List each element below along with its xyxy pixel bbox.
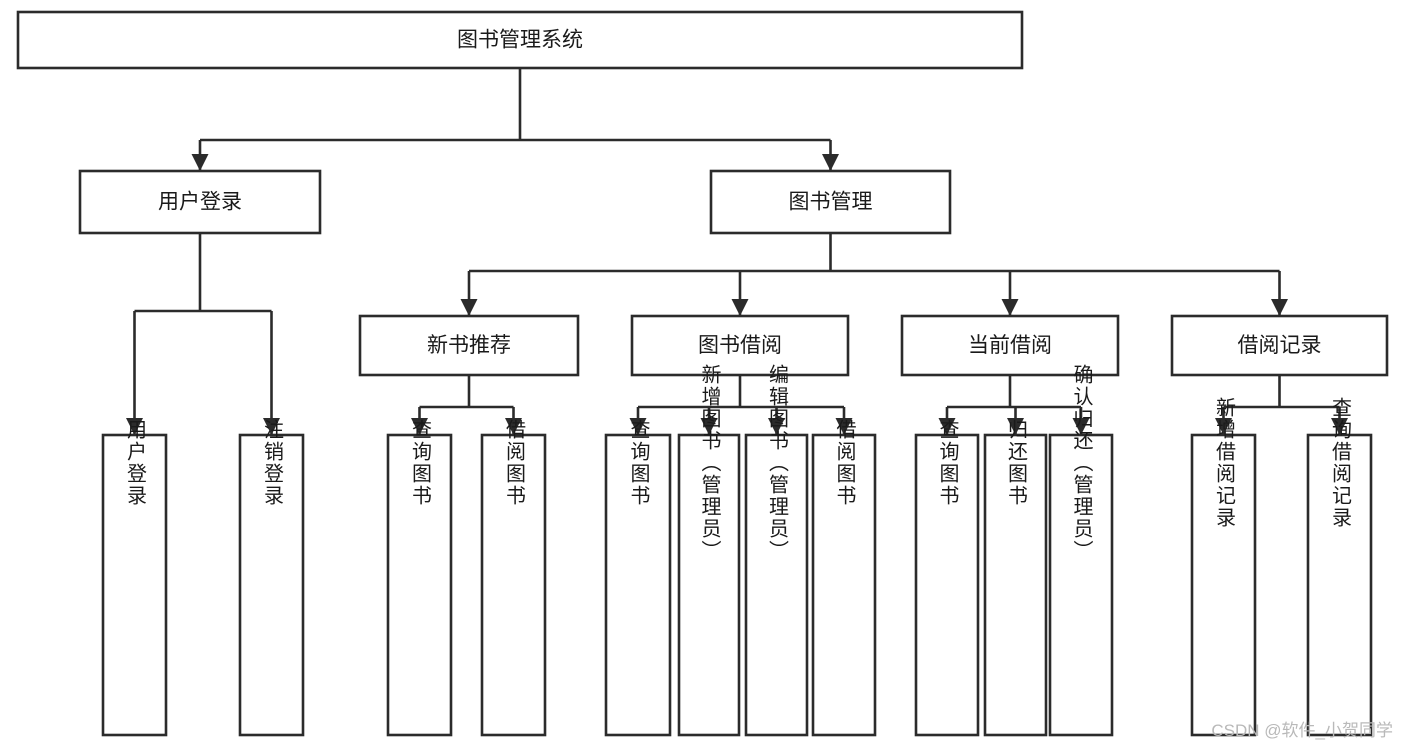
node-leaf-confirm-return-admin[interactable]: 确认归还（管理员）: [1048, 364, 1114, 737]
arrow-head-icon-leaf-borrow-book-rec: [505, 418, 522, 435]
node-box-current-borrow: [900, 314, 1120, 377]
node-leaf-add-book-admin[interactable]: 新增图书（管理员）: [677, 364, 741, 737]
node-box-root: [16, 10, 1024, 70]
arrow-head-icon-leaf-query-book-rec: [411, 418, 428, 435]
node-book-manage[interactable]: 图书管理: [709, 169, 952, 235]
node-label-leaf-edit-book-admin: 编辑图书（管理员）: [766, 364, 789, 562]
node-boxes: 图书管理系统用户登录图书管理新书推荐图书借阅当前借阅借阅记录用户登录注销登录查询…: [16, 10, 1389, 737]
arrow-head-icon-leaf-edit-book-admin: [768, 418, 785, 435]
node-label-leaf-query-book-rec: 查询图书: [409, 419, 432, 507]
arrow-head-icon-leaf-add-book-admin: [700, 418, 718, 435]
node-box-leaf-query-borrow-record: [1306, 433, 1373, 737]
node-label-root: 图书管理系统: [457, 29, 583, 52]
node-user-login[interactable]: 用户登录: [78, 169, 322, 235]
node-label-book-manage: 图书管理: [789, 191, 873, 214]
node-label-borrow-record: 借阅记录: [1238, 334, 1322, 357]
connector-lines: [126, 68, 1348, 435]
node-box-book-borrow: [630, 314, 850, 377]
arrow-head-icon-user-login: [191, 154, 209, 171]
node-box-leaf-query-book-br: [604, 433, 672, 737]
node-label-new-book-recommend: 新书推荐: [427, 334, 511, 357]
node-leaf-return-book[interactable]: 归还图书: [983, 419, 1048, 737]
arrow-head-icon-book-manage: [822, 154, 839, 171]
csdn-watermark: CSDN @软件_小贺同学: [1211, 721, 1393, 740]
node-leaf-borrow-book-br[interactable]: 借阅图书: [811, 419, 877, 737]
arrow-head-icon-book-borrow: [731, 299, 749, 316]
node-box-leaf-add-book-admin: [677, 433, 741, 737]
node-box-leaf-query-book-cb: [914, 433, 980, 737]
node-leaf-query-book-cb[interactable]: 查询图书: [914, 419, 980, 737]
arrow-head-icon-leaf-return-book: [1007, 418, 1024, 435]
node-box-new-book-recommend: [358, 314, 580, 377]
node-box-leaf-user-login: [101, 433, 168, 737]
arrow-head-icon-leaf-confirm-return-admin: [1072, 418, 1090, 435]
node-label-leaf-user-login: 用户登录: [124, 419, 147, 507]
arrow-head-icon-leaf-query-book-cb: [938, 418, 956, 435]
node-leaf-query-book-rec[interactable]: 查询图书: [386, 419, 453, 737]
arrow-head-icon-leaf-add-borrow-record: [1215, 418, 1232, 435]
arrow-head-icon-current-borrow: [1001, 299, 1019, 316]
node-box-borrow-record: [1170, 314, 1389, 377]
node-new-book-recommend[interactable]: 新书推荐: [358, 314, 580, 377]
node-current-borrow[interactable]: 当前借阅: [900, 314, 1120, 377]
node-borrow-record[interactable]: 借阅记录: [1170, 314, 1389, 377]
node-box-leaf-logout: [238, 433, 305, 737]
node-book-borrow[interactable]: 图书借阅: [630, 314, 850, 377]
node-label-leaf-add-book-admin: 新增图书（管理员）: [698, 364, 721, 562]
node-box-leaf-query-book-rec: [386, 433, 453, 737]
node-box-leaf-return-book: [983, 433, 1048, 737]
node-label-leaf-confirm-return-admin: 确认归还（管理员）: [1070, 364, 1093, 562]
arrow-head-icon-leaf-logout: [263, 418, 280, 435]
node-box-book-manage: [709, 169, 952, 235]
node-label-leaf-return-book: 归还图书: [1005, 419, 1028, 507]
node-box-leaf-edit-book-admin: [744, 433, 809, 737]
node-label-leaf-borrow-book-rec: 借阅图书: [503, 419, 526, 507]
node-leaf-query-borrow-record[interactable]: 查询借阅记录: [1306, 397, 1373, 737]
node-label-user-login: 用户登录: [158, 191, 242, 214]
node-label-leaf-borrow-book-br: 借阅图书: [833, 419, 856, 507]
node-leaf-logout[interactable]: 注销登录: [238, 419, 305, 737]
arrow-head-icon-borrow-record: [1271, 299, 1288, 316]
node-label-current-borrow: 当前借阅: [968, 334, 1052, 357]
node-box-user-login: [78, 169, 322, 235]
node-leaf-edit-book-admin[interactable]: 编辑图书（管理员）: [744, 364, 809, 737]
arrow-head-icon-leaf-query-book-br: [629, 418, 647, 435]
arrow-head-icon-leaf-borrow-book-br: [835, 418, 853, 435]
node-label-leaf-query-book-cb: 查询图书: [936, 419, 959, 507]
node-label-leaf-add-borrow-record: 新增借阅记录: [1213, 397, 1236, 529]
node-leaf-user-login[interactable]: 用户登录: [101, 419, 168, 737]
node-leaf-query-book-br[interactable]: 查询图书: [604, 419, 672, 737]
node-box-leaf-confirm-return-admin: [1048, 433, 1114, 737]
arrow-head-icon-leaf-query-borrow-record: [1331, 418, 1348, 435]
node-leaf-borrow-book-rec[interactable]: 借阅图书: [480, 419, 547, 737]
node-leaf-add-borrow-record[interactable]: 新增借阅记录: [1190, 397, 1257, 737]
node-label-leaf-query-borrow-record: 查询借阅记录: [1329, 397, 1352, 529]
arrow-head-icon-new-book-recommend: [460, 299, 478, 316]
node-root[interactable]: 图书管理系统: [16, 10, 1024, 70]
node-box-leaf-borrow-book-rec: [480, 433, 547, 737]
node-label-book-borrow: 图书借阅: [698, 334, 782, 357]
node-box-leaf-add-borrow-record: [1190, 433, 1257, 737]
node-label-leaf-logout: 注销登录: [261, 419, 284, 507]
arrow-head-icon-leaf-user-login: [126, 418, 143, 435]
node-box-leaf-borrow-book-br: [811, 433, 877, 737]
node-label-leaf-query-book-br: 查询图书: [627, 419, 650, 507]
